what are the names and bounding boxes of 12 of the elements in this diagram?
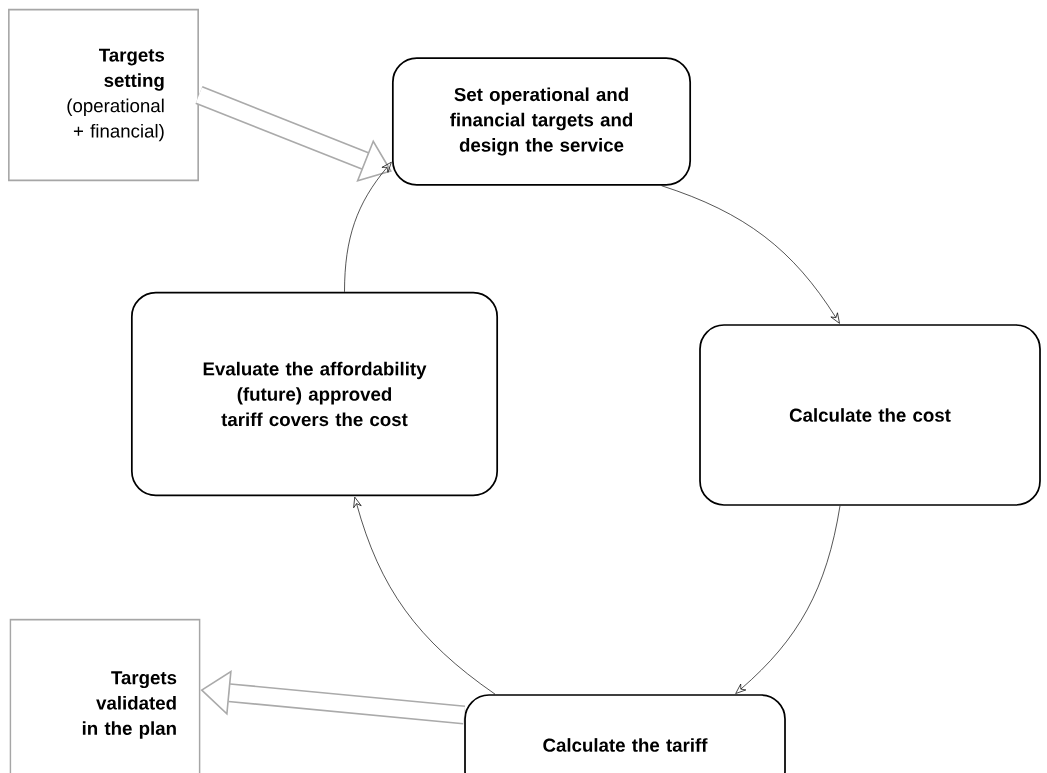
curved-arrow (661, 185, 840, 324)
curved-arrow (344, 161, 392, 293)
process-box: Calculate the cost (699, 324, 1041, 506)
block-arrow (200, 670, 466, 725)
block-arrow (195, 86, 392, 182)
process-box: Evaluate the affordability (future) approved tariff covers the cost (130, 291, 499, 497)
process-box: Calculate the tariff (464, 694, 786, 773)
note-box: Targets validated in the plan (9, 618, 201, 773)
note-box: Targets setting (operational + financial) (8, 8, 199, 182)
curved-arrow (735, 505, 841, 694)
curved-arrow (353, 496, 496, 695)
process-box: Set operational and financial targets and design the service (391, 57, 692, 186)
